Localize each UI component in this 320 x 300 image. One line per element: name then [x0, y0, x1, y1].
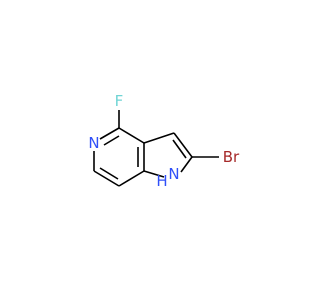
- bond-n5-c4-inner: [103, 135, 120, 146]
- bond-c4-c3a: [118, 127, 145, 144]
- bond-c7-c6: [93, 170, 120, 187]
- bond-c7a-c7: [118, 170, 145, 187]
- pyrrole-ring: [143, 132, 193, 178]
- bond-c2-n1: [180, 156, 193, 173]
- bond-c3-c2: [173, 132, 193, 158]
- bond-n1-c7a: [143, 170, 165, 178]
- pyrrole-hydrogen-label: H: [156, 172, 167, 190]
- fluorine-label: F: [115, 92, 124, 110]
- pyrrole-nitrogen-label: N: [168, 165, 179, 183]
- bond-c3a-c3: [143, 132, 175, 144]
- bond-n5-c4: [99, 127, 120, 140]
- pyridine-nitrogen-label: N: [88, 134, 99, 152]
- bond-c3-c2-inner: [172, 139, 187, 159]
- pyridine-ring: [93, 127, 145, 187]
- bromine-label: Br: [223, 148, 240, 166]
- molecule-structure: F N N H Br: [88, 92, 240, 190]
- bond-c7-c6-inner: [99, 167, 119, 180]
